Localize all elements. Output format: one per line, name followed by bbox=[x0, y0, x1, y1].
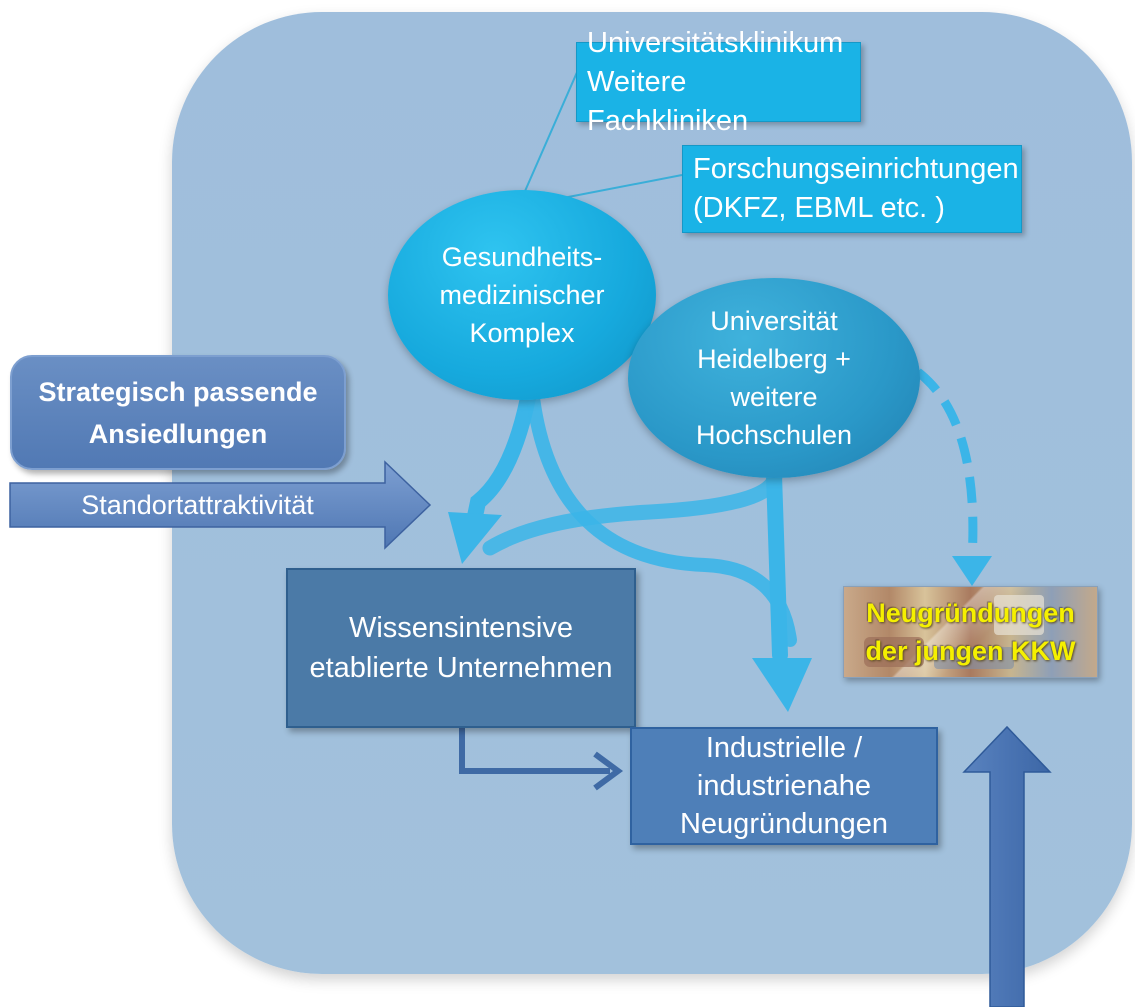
upward-arrow bbox=[962, 725, 1052, 1007]
uni-to-firms-arrow bbox=[482, 467, 783, 556]
industrial-startups-box: Industrielle / industrienahe Neugründung… bbox=[630, 727, 938, 845]
location-attractiveness-arrow bbox=[9, 460, 432, 550]
kkw-photo-detail bbox=[934, 647, 1014, 669]
kkw-startups-label: Neugründungen der jungen KKW bbox=[844, 587, 1097, 677]
firms-to-industrial-arrowhead bbox=[593, 751, 624, 791]
kkw-photo-detail bbox=[864, 637, 924, 667]
university-node: Universität Heidelberg + weitere Hochsch… bbox=[628, 278, 920, 478]
kkw-photo-detail bbox=[994, 595, 1044, 635]
health-to-firms-arrow bbox=[462, 390, 536, 548]
health-complex-node: Gesundheits- medizinischer Komplex bbox=[388, 190, 656, 400]
location-attractiveness-label: Standortattraktivität bbox=[81, 489, 314, 520]
firms-to-industrial-arrow bbox=[459, 728, 610, 774]
strategic-settlements-box: Strategisch passende Ansiedlungen bbox=[10, 355, 346, 470]
clinic-callout: Universitätsklinikum Weitere Fachklinike… bbox=[576, 27, 861, 137]
uni-to-kkw-arrowhead bbox=[952, 556, 992, 586]
kkw-startups-box: Neugründungen der jungen KKW bbox=[843, 586, 1098, 678]
health-to-firms-arrowhead bbox=[448, 512, 502, 564]
kkw-label-line-1: Neugründungen bbox=[866, 598, 1075, 628]
kkw-label-line-2: der jungen KKW bbox=[865, 636, 1076, 666]
research-leader-line bbox=[562, 174, 683, 199]
uni-to-industrial-arrowhead bbox=[752, 658, 812, 712]
uni-to-industrial-arrow bbox=[766, 467, 788, 663]
research-callout: Forschungseinrichtungen (DKFZ, EBML etc.… bbox=[682, 145, 1022, 233]
knowledge-firms-box: Wissensintensive etablierte Unternehmen bbox=[286, 568, 636, 728]
clinic-leader-line bbox=[521, 69, 579, 199]
uni-to-kkw-dashed-arrow bbox=[915, 368, 978, 561]
